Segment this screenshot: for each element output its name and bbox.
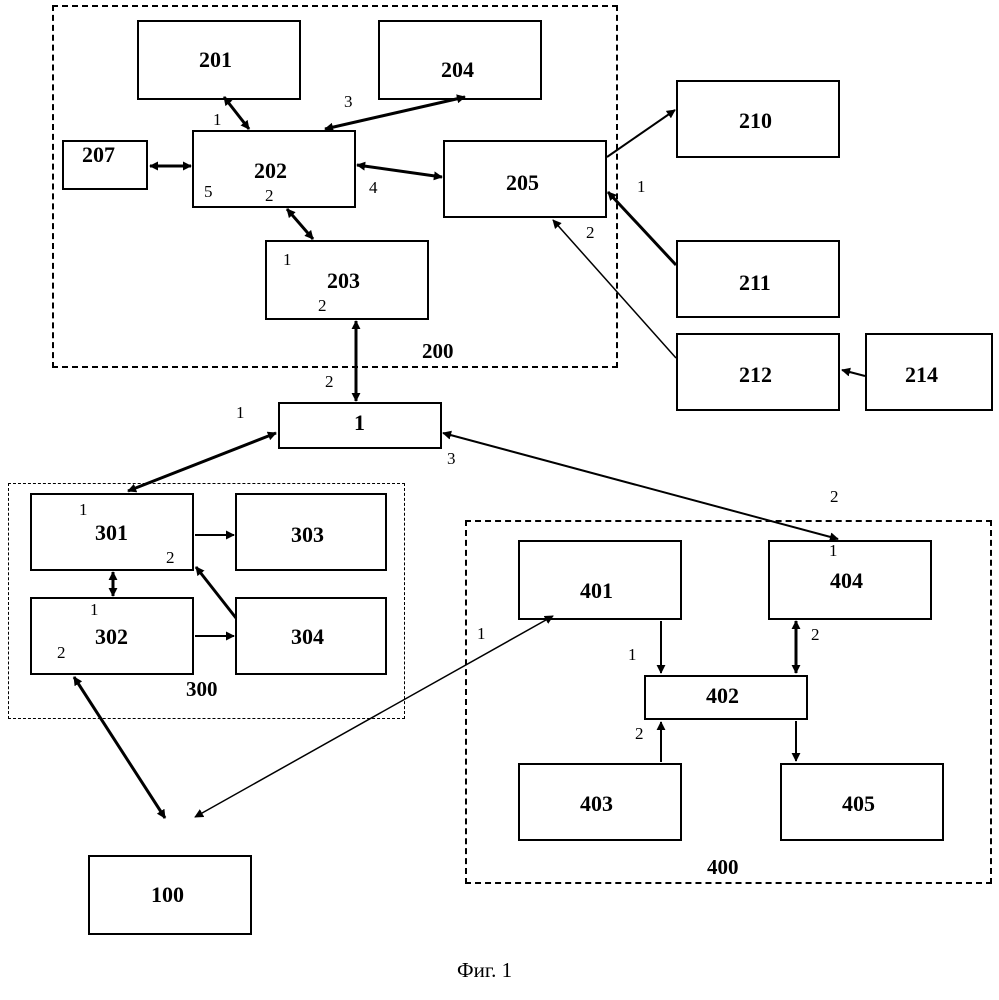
- port-1-1: 1: [236, 403, 245, 423]
- label-214: 214: [905, 362, 938, 388]
- label-203: 203: [327, 268, 360, 294]
- port-202-5: 5: [204, 182, 213, 202]
- port-203-2: 2: [318, 296, 327, 316]
- port-1-3: 3: [447, 449, 456, 469]
- label-302: 302: [95, 624, 128, 650]
- label-212: 212: [739, 362, 772, 388]
- port-1-2: 2: [325, 372, 334, 392]
- link-211-205: [608, 192, 676, 265]
- port-302-2: 2: [57, 643, 66, 663]
- group-label-400: 400: [707, 855, 739, 880]
- label-207: 207: [82, 142, 115, 168]
- label-405: 405: [842, 791, 875, 817]
- port-202-1: 1: [213, 110, 222, 130]
- port-203-1: 1: [283, 250, 292, 270]
- label-404: 404: [830, 568, 863, 594]
- port-301-1: 1: [79, 500, 88, 520]
- label-301: 301: [95, 520, 128, 546]
- port-205-2: 2: [586, 223, 595, 243]
- port-404-2: 2: [811, 625, 820, 645]
- port-202-4: 4: [369, 178, 378, 198]
- link-1-301: [128, 433, 276, 491]
- label-205: 205: [506, 170, 539, 196]
- label-201: 201: [199, 47, 232, 73]
- label-211: 211: [739, 270, 771, 296]
- port-402-2: 2: [635, 724, 644, 744]
- label-303: 303: [291, 522, 324, 548]
- label-401: 401: [580, 578, 613, 604]
- link-202-203: [287, 209, 313, 239]
- port-205-1: 1: [637, 177, 646, 197]
- link-302-100: [74, 677, 165, 818]
- label-304: 304: [291, 624, 324, 650]
- label-402: 402: [706, 683, 739, 709]
- port-202-2: 2: [265, 186, 274, 206]
- port-302-1: 1: [90, 600, 99, 620]
- link-202-205: [357, 165, 442, 177]
- link-205-210: [607, 110, 675, 157]
- link-201-202: [224, 97, 249, 129]
- label-403: 403: [580, 791, 613, 817]
- label-100: 100: [151, 882, 184, 908]
- port-404-1: 1: [829, 541, 838, 561]
- port-301-2: 2: [166, 548, 175, 568]
- link-214-212: [842, 370, 865, 376]
- label-202: 202: [254, 158, 287, 184]
- port-402-1: 1: [628, 645, 637, 665]
- label-210: 210: [739, 108, 772, 134]
- link-304-301: [196, 567, 236, 618]
- group-label-300: 300: [186, 677, 218, 702]
- port-404-2-top: 2: [830, 487, 839, 507]
- port-401-1: 1: [477, 624, 486, 644]
- port-202-3: 3: [344, 92, 353, 112]
- label-204: 204: [441, 57, 474, 83]
- link-401-100: [195, 616, 553, 817]
- group-label-200: 200: [422, 339, 454, 364]
- link-212-205: [553, 220, 676, 358]
- figure-caption: Фиг. 1: [457, 958, 512, 983]
- link-1-404: [443, 433, 838, 539]
- label-1: 1: [354, 410, 365, 436]
